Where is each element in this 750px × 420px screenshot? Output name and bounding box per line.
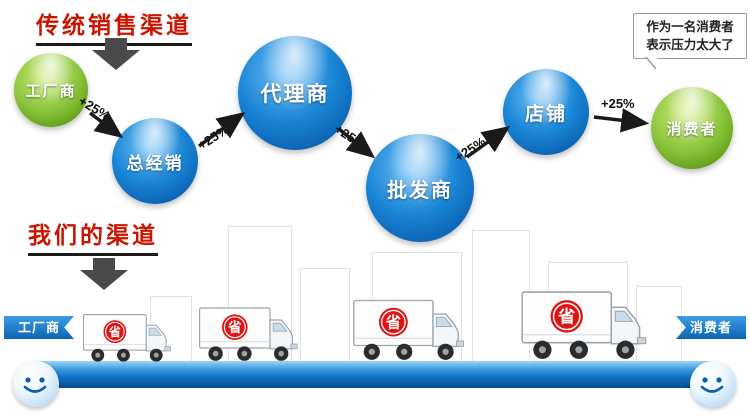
skyline-building: [636, 286, 682, 368]
factory-flag: 工厂商: [4, 316, 74, 339]
truck-icon: 省: [83, 314, 171, 362]
truck-icon: 省: [199, 307, 298, 361]
node-agent: 代理商: [238, 36, 352, 150]
truck-icon: 省: [353, 299, 465, 360]
speech-bubble-tail: [646, 56, 657, 69]
smiley-face-icon: [13, 361, 59, 407]
save-badge: 省: [108, 324, 121, 339]
our-channel-title: 我们的渠道: [28, 216, 158, 256]
delivery-truck: 省: [82, 311, 182, 368]
delivery-truck: 省: [520, 287, 662, 368]
node-general-distributor-label: 总经销: [126, 153, 184, 173]
consumer-flag: 消费者: [676, 316, 746, 339]
node-consumer: 消费者: [651, 87, 733, 169]
increase-label: +25%: [451, 133, 489, 165]
bubble-line1: 作为一名消费者: [646, 19, 734, 34]
node-wholesaler-label: 批发商: [387, 179, 453, 202]
node-consumer-label: 消费者: [666, 120, 718, 138]
save-badge: 省: [227, 319, 242, 335]
consumer-speech-bubble: 作为一名消费者 表示压力太大了: [633, 13, 747, 59]
node-factory: 工厂商: [14, 53, 88, 127]
increase-label: +25%: [601, 96, 635, 111]
node-shop: 店铺: [503, 69, 589, 155]
delivery-truck: 省: [352, 296, 478, 368]
delivery-truck: 省: [198, 304, 310, 368]
increase-label: +25%: [76, 93, 113, 124]
direct-channel-bar: [26, 361, 724, 388]
down-arrow-icon: [92, 38, 140, 70]
save-badge: 省: [385, 314, 401, 332]
bubble-line2: 表示压力太大了: [646, 38, 734, 52]
node-general-distributor: 总经销: [112, 118, 198, 204]
increase-label: +25%: [194, 121, 232, 153]
smiley-face-icon: [690, 361, 736, 407]
node-factory-label: 工厂商: [25, 82, 77, 100]
truck-icon: 省: [521, 291, 647, 359]
node-agent-label: 代理商: [260, 83, 330, 106]
flow-arrow: [593, 108, 650, 133]
node-shop-label: 店铺: [524, 103, 567, 125]
down-arrow-icon: [80, 258, 128, 290]
save-badge: 省: [557, 306, 575, 326]
increase-label: +25%: [331, 121, 369, 153]
node-wholesaler: 批发商: [366, 134, 474, 242]
